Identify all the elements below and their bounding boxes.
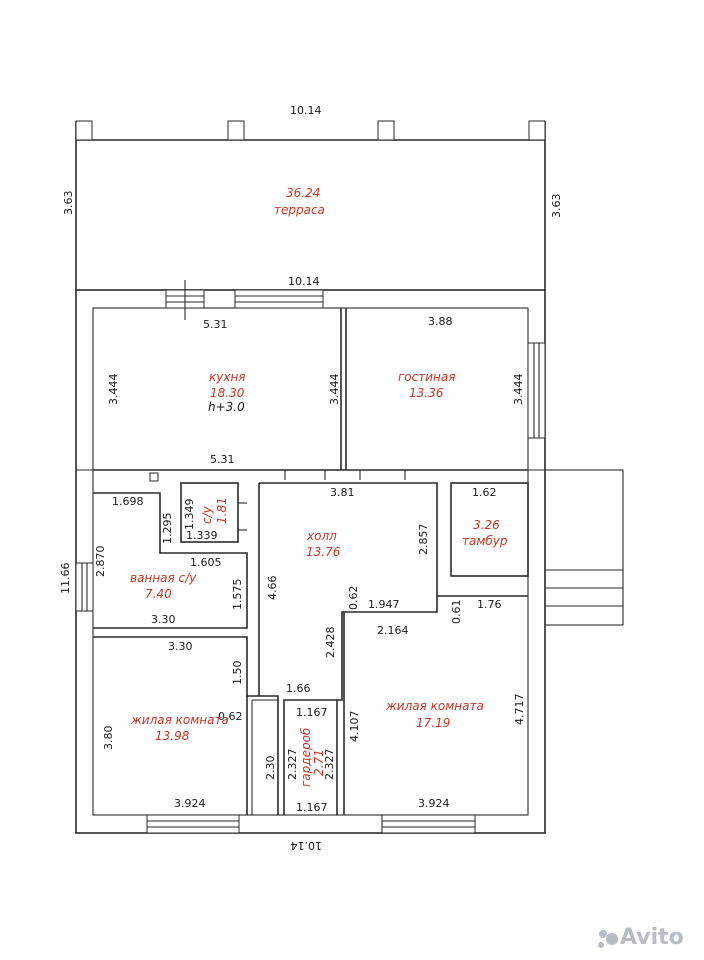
terrace [75,120,546,290]
window [234,289,324,309]
dim-ward-top: 1.167 [296,706,328,719]
dim-hall-notch-h: 1.947 [368,598,400,611]
dimensions: 10.14 10.14 3.63 3.63 5.31 3.444 3.444 5… [59,104,563,852]
dim-kitchen-top: 5.31 [203,318,228,331]
dim-ward-bottom: 1.167 [296,801,328,814]
dim-ward-right: 2.327 [323,749,336,781]
kitchen-height: h+3.0 [208,400,245,414]
dim-wc-bottom: 1.339 [186,529,218,542]
living-area: 13.36 [409,386,444,400]
wardrobe-area: 2.71 [312,749,326,776]
bedroom2-name: жилая комната [385,699,484,713]
dim-ward-left: 2.327 [286,749,299,781]
entrance-steps [544,469,624,626]
terrace-post [227,120,245,141]
interior-walls [76,308,545,815]
dim-bed2-right: 4.717 [513,694,526,726]
terrace-area: 36.24 [286,186,320,200]
dim-hall-top: 3.81 [330,486,355,499]
vestibule-name: тамбур [462,534,508,548]
window [146,814,240,834]
dim-terrace-bottom: 10.14 [288,275,320,288]
wardrobe-name: гардероб [299,727,313,787]
dim-bath-step: 1.295 [161,513,174,545]
dim-house-height: 11.66 [59,563,72,595]
dim-bath-right: 1.575 [231,579,244,611]
living-name: гостиная [398,370,455,384]
dim-bed2-bottom: 3.924 [418,797,450,810]
dim-bed2-left: 4.107 [348,711,361,743]
dim-hall-right-notch: 0.61 [450,600,463,625]
kitchen-area: 18.30 [210,386,245,400]
hall-area: 13.76 [306,545,341,559]
dim-bath-left: 2.870 [94,546,107,578]
dim-kitchen-left: 3.444 [107,374,120,406]
room-labels: 36.24 терраса кухня 18.30 h+3.0 гостиная… [130,186,508,787]
wc-name: с/у [200,505,214,524]
dim-bed1-step-v: 1.50 [231,661,244,686]
vent [149,472,159,482]
dim-kitchen-right: 3.444 [328,374,341,406]
dim-terrace-left: 3.63 [62,191,75,216]
bath-name: ванная с/у [130,571,197,585]
wc-area: 1.81 [215,497,229,524]
window [527,342,546,439]
dim-hall-notch-v: 0.62 [347,586,360,611]
dim-living-right: 3.444 [512,374,525,406]
dim-vestibule-top: 1.62 [472,486,497,499]
dim-wc-left: 1.349 [183,499,196,531]
dim-corridor-bottom: 1.66 [286,682,311,695]
terrace-name: терраса [274,203,325,217]
terrace-post [377,120,395,141]
dim-terrace-right: 3.63 [550,194,563,219]
dim-top-width: 10.14 [290,104,322,117]
dim-living-top: 3.88 [428,315,453,328]
bedroom1-area: 13.98 [155,729,190,743]
watermark: Avito [598,925,684,950]
bath-area: 7.40 [145,587,172,601]
dim-bottom-width: 10.14 [291,839,323,852]
dim-bed1-top: 3.30 [168,640,193,653]
dim-hall-lower-v: 2.428 [324,627,337,659]
terrace-post [75,120,93,141]
dim-bath-bottom: 3.30 [151,613,176,626]
terrace-post [528,120,546,141]
windows [75,280,546,834]
window [381,814,476,834]
bedroom1-name: жилая комната [130,713,229,727]
dim-bed1-bottom: 3.924 [174,797,206,810]
kitchen-name: кухня [209,370,246,384]
dim-bed1-right: 2.30 [264,756,277,781]
dim-bed2-top-right: 1.76 [477,598,502,611]
dim-bath-mid: 1.605 [190,556,222,569]
bedroom2-area: 17.19 [416,716,450,730]
dim-bath-top: 1.698 [112,495,144,508]
dim-bed1-step-h: 0.62 [218,710,243,723]
dim-vestibule-left: 2.857 [417,524,430,556]
dim-hall-lower-h: 2.164 [377,624,409,637]
window [75,562,94,612]
vestibule-area: 3.26 [473,518,500,532]
dim-kitchen-bottom: 5.31 [210,453,235,466]
watermark-text: Avito [620,925,684,950]
dim-bed1-left: 3.80 [102,726,115,751]
dim-hall-left: 4.66 [266,576,279,601]
hall-name: холл [306,529,337,543]
